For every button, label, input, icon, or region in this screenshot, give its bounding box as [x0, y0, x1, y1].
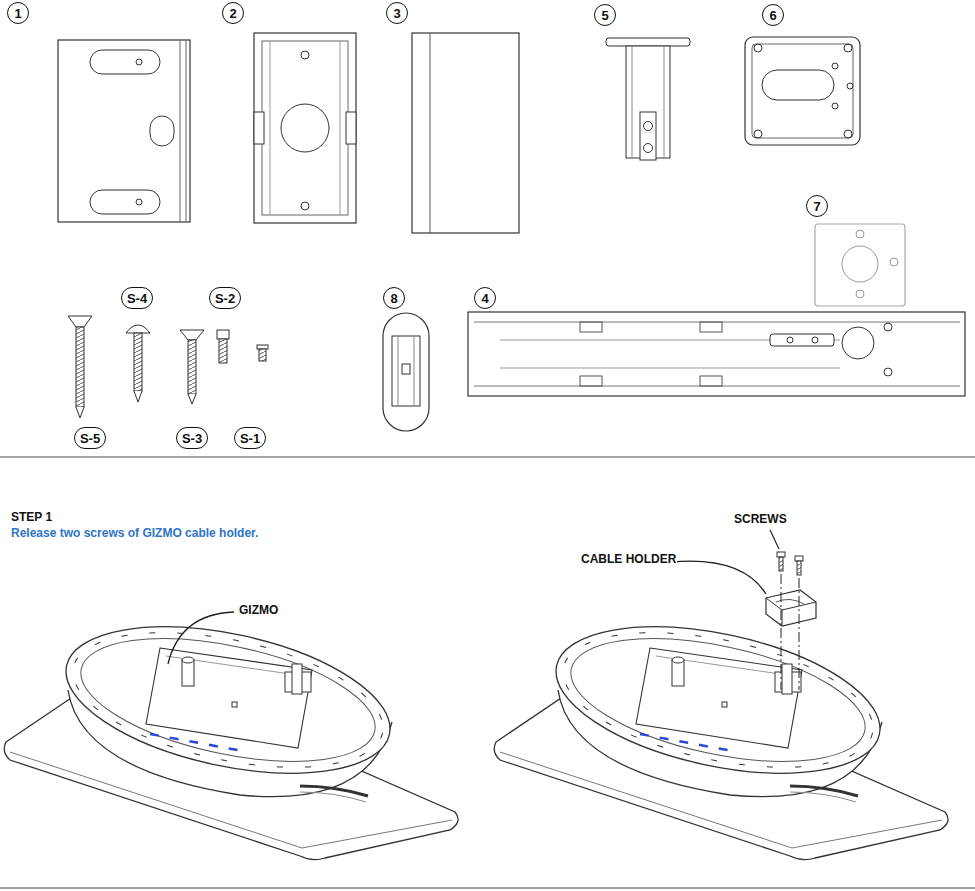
- callout-number: S-2: [215, 292, 235, 305]
- callout-number: 3: [393, 7, 400, 20]
- callout-number: 6: [769, 9, 776, 22]
- callout-circle: 6: [762, 4, 784, 26]
- callout-circle: 1: [7, 2, 29, 24]
- callout-circle: 2: [222, 2, 244, 24]
- callout-number: S-4: [127, 292, 147, 305]
- part-label: GIZMO: [238, 604, 279, 618]
- callout-circle: S-3: [176, 427, 208, 449]
- callout-circle: 3: [386, 2, 408, 24]
- callout-circle: S-4: [121, 287, 153, 309]
- callout-number: 2: [229, 7, 236, 20]
- callout-circle: S-2: [209, 287, 241, 309]
- callout-number: 1: [14, 7, 21, 20]
- callout-number: S-5: [80, 432, 100, 445]
- callout-number: 7: [813, 200, 820, 213]
- callout-circle: 4: [474, 287, 496, 309]
- callout-circle: S-5: [74, 427, 106, 449]
- callout-number: 5: [601, 9, 608, 22]
- callout-number: 8: [390, 292, 397, 305]
- callout-circle: 7: [806, 195, 828, 217]
- step-heading: STEP 1: [10, 511, 53, 525]
- callout-number: S-3: [182, 432, 202, 445]
- callout-circle: S-1: [234, 427, 266, 449]
- part-label: CABLE HOLDER: [580, 553, 677, 567]
- part-label: SCREWS: [733, 513, 788, 527]
- callout-circle: 5: [594, 4, 616, 26]
- callout-number: S-1: [240, 432, 260, 445]
- callout-number: 4: [481, 292, 488, 305]
- instruction-text: Release two screws of GIZMO cable holder…: [10, 527, 259, 541]
- callout-circle: 8: [383, 287, 405, 309]
